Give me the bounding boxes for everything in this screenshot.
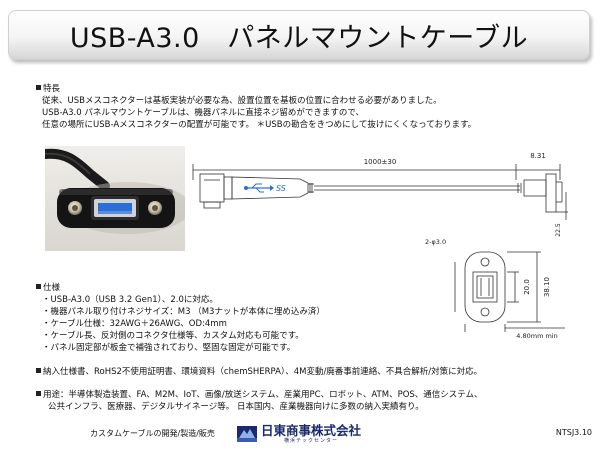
usage-paragraph: 用途：半導体製造装置、FA、M2M、IoT、画像/放送システム、産業用PC、ロボ…	[36, 389, 483, 413]
plug-width-dimension: 8.31	[530, 152, 546, 160]
hole-pitch-dimension: 2-φ3.0	[425, 238, 446, 246]
page-title: USB-A3.0 パネルマウントケーブル	[69, 22, 529, 54]
usb-ss-label: SS	[276, 184, 286, 193]
company-subname: 横浜テックセンター	[284, 438, 339, 444]
delivery-paragraph: 納入仕様書、RoHS2不使用証明書、環境資料（chemSHERPA）、4M変動/…	[36, 366, 482, 378]
product-photo	[45, 146, 185, 251]
features-line: USB-A3.0 パネルマウントケーブルは、機器パネルに直接ネジ留めができますの…	[42, 108, 365, 118]
company-name: 日東商事株式会社	[261, 423, 362, 438]
spec-line: ・パネル固定部が板金で補強されており、堅固な固定が可能です。	[42, 343, 296, 353]
usb-logo-icon: SS	[244, 183, 286, 193]
spec-line: ・USB-A3.0（USB 3.2 Gen1）、2.0に対応。	[42, 295, 218, 305]
front-view-drawing: 2-φ3.0 20.0 38.10 4.80mm min	[425, 232, 595, 346]
spec-line: ・機器パネル取り付けネジサイズ：M3 （M3ナットが本体に埋め込み済）	[42, 307, 325, 317]
side-view-drawing: SS 1000±30 8.31 22.5	[190, 150, 570, 244]
footer: カスタムケーブルの開発/製造/販売 日東商事株式会社 横浜テックセンター NTS…	[0, 422, 600, 450]
company-mark-icon	[237, 426, 257, 442]
specs-heading: 仕様	[36, 282, 325, 294]
inner-width-dimension: 20.0	[523, 279, 531, 295]
bullet-square-icon	[36, 368, 41, 373]
bullet-square-icon	[36, 391, 41, 396]
company-logo: 日東商事株式会社 横浜テックセンター	[236, 424, 361, 444]
bullet-square-icon	[36, 85, 41, 90]
length-dimension: 1000±30	[364, 158, 397, 166]
spec-line: ・ケーブル長、反対側のコネクタ仕様等、カスタム対応も可能です。	[42, 331, 304, 341]
thickness-dimension: 4.80mm min	[516, 332, 557, 340]
bullet-square-icon	[36, 284, 41, 289]
outer-width-dimension: 38.10	[543, 277, 551, 297]
small-dimension: 22.5	[555, 223, 562, 237]
spec-line: ・ケーブル仕様：32AWG＋26AWG、OD:4mm	[42, 319, 227, 329]
features-line: 従来、USBメスコネクターは基板実装が必要な為、設置位置を基板の位置に合わせる必…	[42, 96, 442, 106]
footer-tagline: カスタムケーブルの開発/製造/販売	[90, 429, 215, 438]
features-section: 特長 従来、USBメスコネクターは基板実装が必要な為、設置位置を基板の位置に合わ…	[36, 83, 476, 131]
document-id: NTSJ3.10	[555, 428, 592, 437]
features-heading: 特長	[36, 83, 476, 95]
title-banner: USB-A3.0 パネルマウントケーブル	[8, 10, 590, 60]
specs-section: 仕様 ・USB-A3.0（USB 3.2 Gen1）、2.0に対応。 ・機器パネ…	[36, 282, 325, 354]
features-line: 任意の場所にUSB-Aメスコネクターの配置が可能です。 ＊USBの勘合をきつめに…	[42, 120, 477, 130]
